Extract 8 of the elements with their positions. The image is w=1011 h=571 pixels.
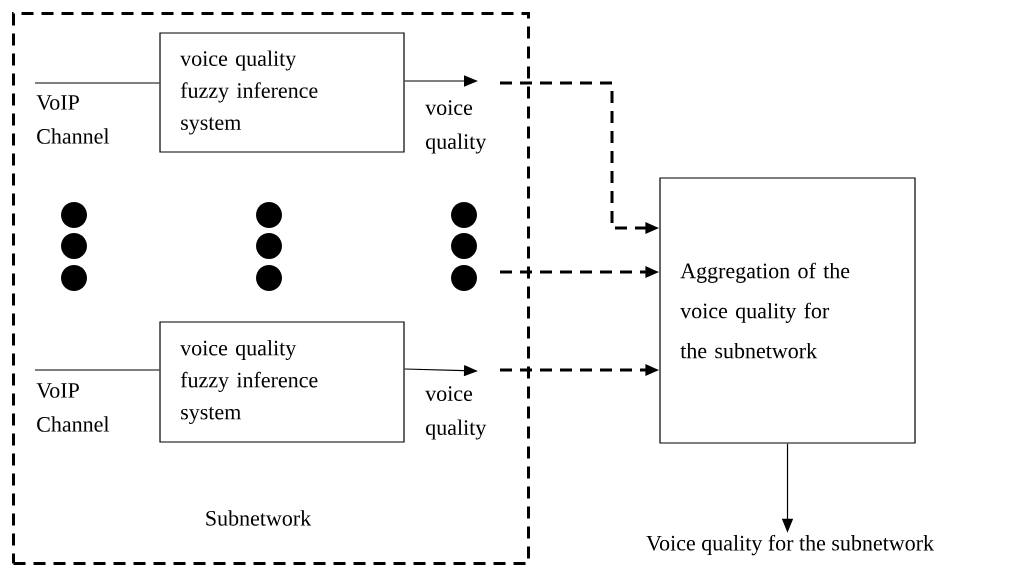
edge-label: VoIP Channel — [36, 383, 110, 432]
output-label: Voice quality for the subnetwork — [646, 534, 935, 556]
process-box: voice quality fuzzy inference system — [159, 32, 405, 153]
process-box: voice quality fuzzy inference system — [159, 321, 405, 443]
process-box: Aggregation of the voice quality for the subnetwork — [659, 177, 916, 444]
edge-label: VoIP Channel — [36, 95, 110, 144]
edge-label: voice quality — [425, 386, 487, 440]
edge-label: voice quality — [425, 100, 487, 154]
